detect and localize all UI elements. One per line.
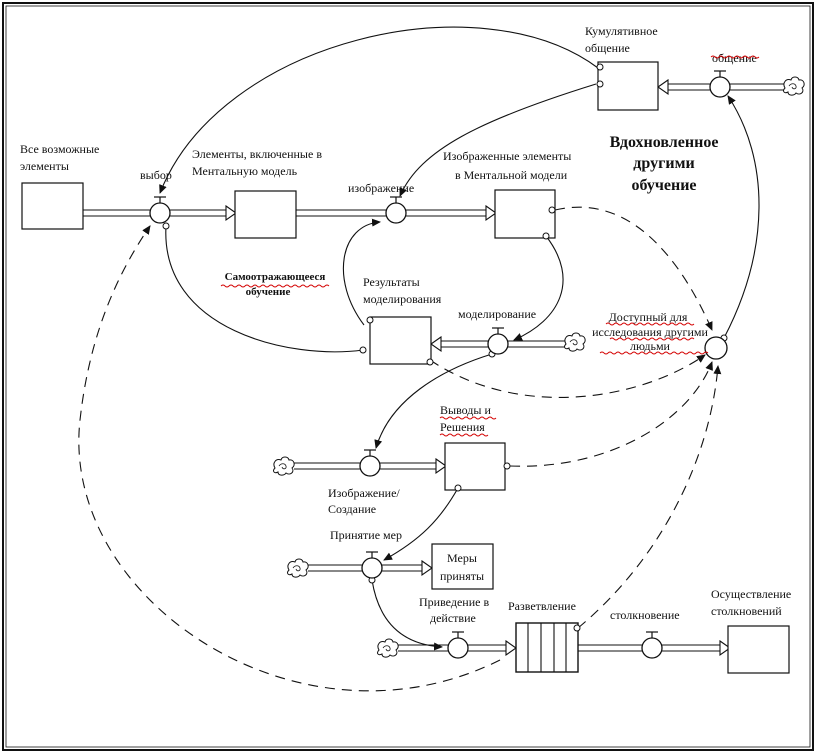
pipe-head-choice [225,204,237,222]
cloud-icon [783,76,805,96]
dash-results-to-available [429,354,706,398]
pipe-head-modeling [430,335,442,353]
pipe-depiction-in [296,209,386,217]
conveyor-branching [515,622,579,673]
pipe-head-collision [719,639,731,657]
valve-collision [641,631,663,659]
flow-label-depiction: изображение [348,181,414,195]
cloud-icon [377,638,399,658]
arc-results-to-depiction [342,218,381,326]
conveyor-label-branching: Разветвление [508,599,576,613]
arc-modeling-to-creation [374,353,493,449]
arc-conclusions-to-measures [383,487,459,561]
spellcheck-underlines [220,55,760,437]
inner-frame [5,5,811,748]
stock-implementation [727,625,790,674]
pipe-communication-in [730,83,785,91]
pipe-choice-in [83,209,150,217]
source-clouds [273,76,805,658]
pipe-action-out [468,644,508,652]
arc-choice-to-results [165,225,364,353]
pipe-head-communication [657,78,669,96]
flow-label-measures: Принятие мер [330,528,402,542]
arc-available-to-communication [723,95,760,339]
stock-modeling-results [369,316,432,365]
pipe-depiction-out [406,209,488,217]
solid-connectors [159,26,760,651]
pipe-collision-out [662,644,722,652]
stock-conclusions [444,442,506,491]
stock-all-elements [21,182,84,230]
valve-action [447,631,469,659]
valve-communication [709,70,731,98]
pipe-head-action [505,639,517,657]
dash-branching-to-available [577,365,722,629]
flow-label-creation: Изображение/Создание [328,486,400,516]
cloud-icon [564,332,586,352]
stock-depicted-elements [494,189,556,239]
valve-depiction [385,196,407,224]
pipe-modeling-out [440,340,488,348]
valve-choice [149,196,171,224]
valve-creation [359,449,381,477]
stock-elements-in-model [234,190,297,239]
pipe-creation-in [294,462,360,470]
dash-conclusions-to-available [509,361,713,467]
dashed-connectors [78,206,722,692]
valve-modeling [487,327,509,355]
pipe-measures-in [308,564,362,572]
pipe-choice-out [170,209,228,217]
flow-label-choice: выбор [140,168,172,182]
pipe-head-depiction [485,204,497,222]
connection-ports [162,63,728,632]
cloud-icon [287,558,309,578]
pipe-measures-out [382,564,424,572]
arc-measures-to-action [371,579,443,651]
flow-label-modeling: моделирование [458,307,536,321]
pipe-communication-out [666,83,710,91]
pipe-creation-out [380,462,438,470]
stock-measures-taken [431,543,494,590]
pipe-head-creation [435,457,447,475]
arc-cumulative-to-choice [159,26,599,194]
converter-available [704,336,728,360]
dash-branching-to-choice [78,225,501,692]
pipe-action-in [398,644,448,652]
pipe-collision-in [578,644,642,652]
pipe-modeling-in [508,340,566,348]
flow-pipes [83,78,785,657]
flow-label-collision: столкновение [610,608,680,622]
cloud-icon [273,456,295,476]
stocks [21,61,790,674]
valve-measures [361,551,383,579]
arc-cumulative-to-depiction [399,83,597,197]
arc-depicted-to-modeling [513,235,564,341]
stock-cumulative [597,61,659,111]
dash-depicted-to-available [554,206,713,331]
pipe-head-measures [421,559,433,577]
